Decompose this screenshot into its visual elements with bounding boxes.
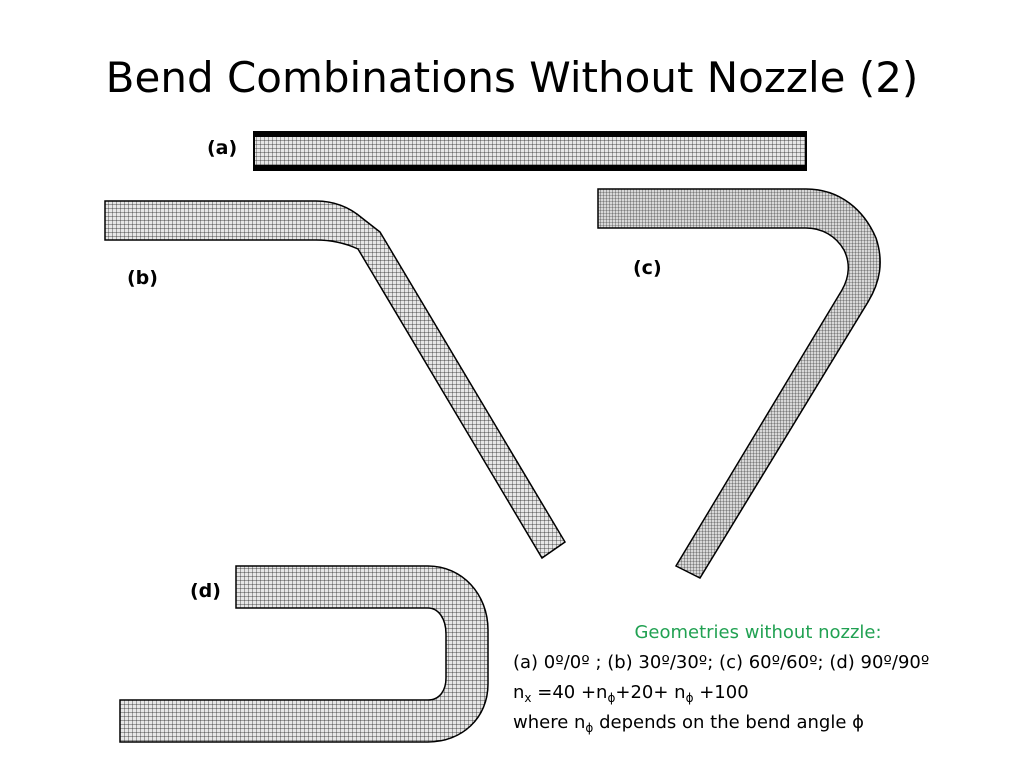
mesh-b-30-bend (104, 200, 567, 560)
caption-angles: (a) 0º/0º ; (b) 30º/30º; (c) 60º/60º; (d… (513, 652, 930, 673)
caption-block: Geometries without nozzle: (a) 0º/0º ; (… (513, 618, 1013, 738)
label-d: (d) (190, 580, 221, 602)
caption-note: where nϕ depends on the bend angle ϕ (513, 712, 864, 735)
mesh-a-straight-pipe (253, 131, 807, 171)
label-a: (a) (207, 137, 238, 159)
caption-formula: nx =40 +nϕ+20+ nϕ +100 (513, 682, 749, 705)
label-b: (b) (127, 267, 158, 289)
label-c: (c) (633, 257, 662, 279)
mesh-c-60-bend (597, 188, 881, 579)
slide-title: Bend Combinations Without Nozzle (2) (105, 53, 919, 102)
mesh-d-90-bend (119, 565, 489, 743)
caption-heading: Geometries without nozzle: (634, 622, 882, 643)
